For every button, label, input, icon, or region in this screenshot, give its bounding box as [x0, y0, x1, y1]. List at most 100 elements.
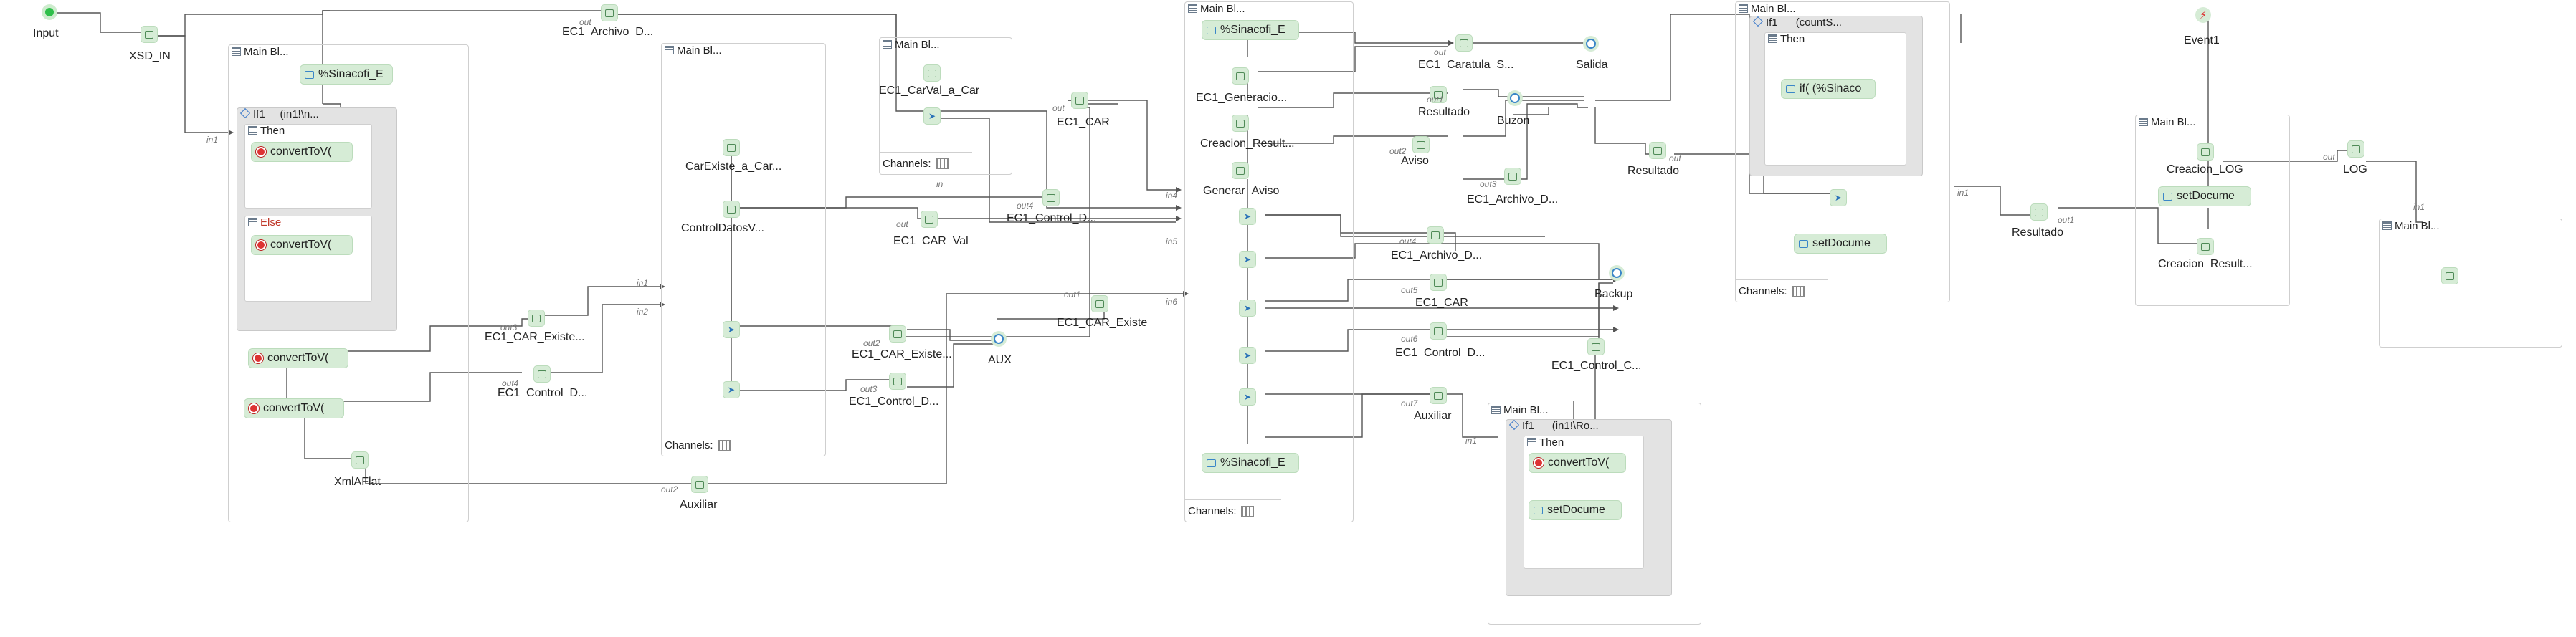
input-start-node[interactable] — [42, 4, 57, 20]
ec1-car-2-node[interactable] — [1430, 274, 1447, 291]
main-block-4[interactable]: Main Bl... Channels: — [1184, 1, 1354, 522]
channels-bar[interactable]: Channels: — [662, 434, 751, 456]
setdocume-2[interactable]: setDocume — [1794, 234, 1887, 254]
port-out4: out4 — [502, 378, 519, 388]
ec1-archivo-d-3-node[interactable] — [1427, 226, 1444, 244]
router-node-5[interactable]: ➤ — [1239, 251, 1256, 268]
event1-node[interactable]: ⚡ — [2195, 7, 2211, 23]
ec1-control-d-c-node[interactable] — [1042, 189, 1060, 206]
channels-bar[interactable]: Channels: — [1185, 499, 1281, 522]
xsd-in-node[interactable] — [141, 26, 158, 43]
aux-node[interactable] — [991, 331, 1007, 347]
main-block-6[interactable]: Main Bl... Channels: — [1735, 1, 1950, 302]
transform-icon — [2201, 242, 2210, 251]
ec1-car-existe-b-node[interactable] — [889, 325, 906, 343]
router-node-2[interactable]: ➤ — [723, 381, 740, 398]
sinacofi-assign-1[interactable]: %Sinacofi_E — [300, 64, 393, 85]
endpoint-icon — [893, 330, 902, 338]
router-node-8[interactable]: ➤ — [1239, 388, 1256, 406]
resultado-3-node[interactable] — [2030, 203, 2048, 221]
then-block[interactable]: Then — [1764, 32, 1906, 166]
controldatos-node[interactable] — [723, 201, 740, 218]
setdocume-1[interactable]: setDocume — [1529, 500, 1622, 520]
input-label: Input — [33, 27, 59, 39]
xmlaflat-node[interactable] — [351, 451, 369, 469]
ec1-car-existe-c-node[interactable] — [1091, 295, 1108, 312]
if-sinaco-assign[interactable]: if( (%Sinaco — [1781, 79, 1876, 99]
channels-bar[interactable]: Channels: — [1736, 279, 1828, 302]
aux-label: AUX — [988, 354, 1012, 366]
channels-icon — [1240, 505, 1254, 517]
ec1-car-existe-a-label: EC1_CAR_Existe... — [485, 331, 585, 343]
main-block-title: Main Bl... — [232, 46, 289, 58]
port-out3-e: out3 — [1480, 179, 1497, 189]
ec1-car-existe-a-node[interactable] — [528, 310, 545, 327]
ec1-archivo-top-node[interactable] — [601, 4, 618, 21]
endpoint-icon — [1434, 391, 1443, 400]
queue-icon — [1612, 268, 1622, 278]
log-node[interactable] — [2347, 140, 2364, 158]
ec1-control-d-b-node[interactable] — [889, 373, 906, 390]
ec1-control-c-node[interactable] — [1587, 338, 1605, 355]
transform-icon — [356, 456, 364, 464]
main-block-5[interactable]: Main Bl... — [1488, 403, 1701, 625]
if-block-1[interactable]: If1 (in1!\n... Then Else — [237, 107, 397, 331]
ec1-caratula-node[interactable] — [1455, 34, 1473, 52]
creacion-result-node[interactable] — [1232, 115, 1249, 132]
diamond-icon — [1508, 419, 1520, 431]
buzon-node[interactable] — [1507, 90, 1523, 106]
assign-icon — [1534, 506, 1543, 514]
aviso-node[interactable] — [1412, 136, 1430, 153]
convert-3[interactable]: convertToV( — [248, 348, 348, 368]
function-icon — [256, 147, 266, 157]
resultado-2-node[interactable] — [1649, 142, 1666, 159]
main-block-8[interactable]: Main Bl... — [2379, 219, 2562, 348]
convert-4[interactable]: convertToV( — [244, 398, 344, 418]
salida-node[interactable] — [1583, 36, 1599, 52]
if-header: If1 (countS... — [1752, 16, 1842, 29]
creacion-log-router[interactable] — [2197, 143, 2214, 161]
sinacofi-assign-2[interactable]: %Sinacofi_E — [1202, 20, 1299, 40]
ec1-car-node[interactable] — [1071, 92, 1088, 109]
channels-bar[interactable]: Channels: — [880, 152, 972, 174]
router-node-9[interactable]: ➤ — [1830, 189, 1847, 206]
setdocume-3[interactable]: setDocume — [2158, 186, 2251, 206]
router-node-6[interactable]: ➤ — [1239, 300, 1256, 317]
ec1-archivo-d-2-node[interactable] — [1504, 168, 1521, 185]
ec1-generacion-node[interactable] — [1232, 67, 1249, 85]
port-out-e: out — [1434, 47, 1446, 57]
endpoint-icon — [925, 215, 933, 224]
ec1-control-d-d-node[interactable] — [1430, 322, 1447, 340]
envelope-node[interactable] — [2441, 267, 2458, 284]
port-out3: out3 — [500, 322, 518, 332]
ec1-control-d-a-node[interactable] — [533, 365, 551, 383]
ec1-car-val-node[interactable] — [921, 211, 938, 228]
main-block-1[interactable]: Main Bl... — [228, 44, 469, 522]
convert-then-1[interactable]: convertToV( — [251, 142, 353, 162]
router-node-7[interactable]: ➤ — [1239, 347, 1256, 364]
auxiliar-a-node[interactable] — [691, 476, 708, 493]
main-block-3[interactable]: Main Bl... Channels: — [879, 37, 1012, 175]
sinacofi-assign-3[interactable]: %Sinacofi_E — [1202, 453, 1299, 473]
transform-icon — [1236, 72, 1245, 80]
carexiste-node[interactable] — [723, 139, 740, 156]
ec1-carval-node[interactable] — [923, 64, 941, 82]
creacion-result-2-node[interactable] — [2197, 238, 2214, 255]
router-node-1[interactable]: ➤ — [723, 321, 740, 338]
block-icon — [1739, 4, 1748, 13]
main-block-title: Main Bl... — [1188, 3, 1245, 15]
then-block[interactable]: Then — [244, 124, 372, 209]
backup-node[interactable] — [1609, 265, 1625, 281]
router-node-4[interactable]: ➤ — [1239, 208, 1256, 225]
convert-else-1[interactable]: convertToV( — [251, 235, 353, 255]
main-block-7[interactable]: Main Bl... — [2135, 115, 2290, 306]
router-node-3[interactable]: ➤ — [923, 107, 941, 125]
resultado-1-node[interactable] — [1430, 86, 1447, 103]
endpoint-icon — [1431, 231, 1440, 239]
convert-5[interactable]: convertToV( — [1529, 453, 1626, 473]
main-block-2[interactable]: Main Bl... Channels: — [661, 43, 826, 456]
generar-aviso-node[interactable] — [1232, 162, 1249, 179]
if-block-3[interactable]: If1 (countS... Then — [1749, 16, 1923, 176]
else-block[interactable]: Else — [244, 216, 372, 302]
auxiliar-b-node[interactable] — [1430, 387, 1447, 404]
